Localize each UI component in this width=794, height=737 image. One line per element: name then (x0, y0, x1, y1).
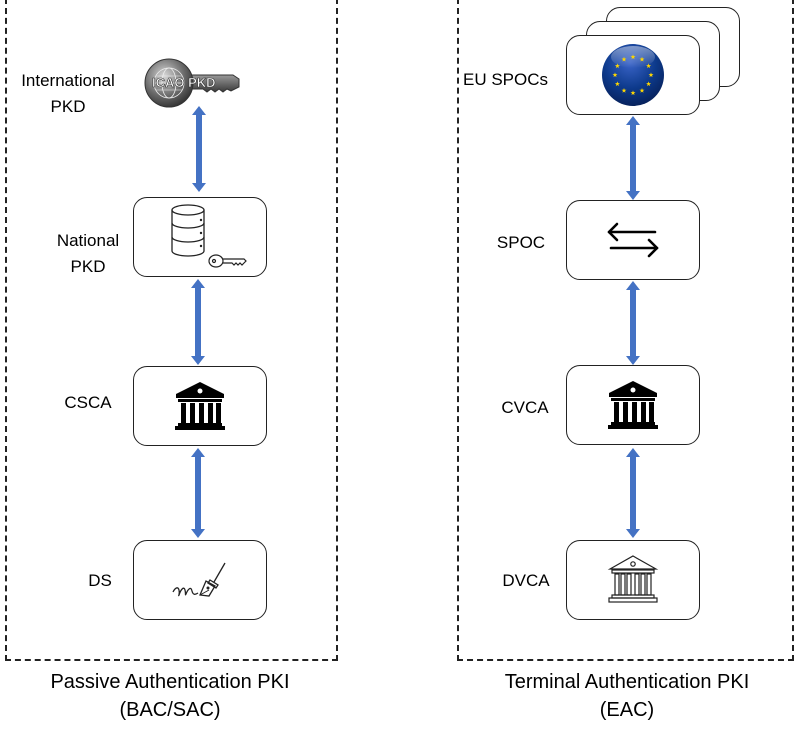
eu-star-icon (648, 72, 654, 78)
icao-pkd-logo-text: ICAO PKD (152, 75, 216, 90)
dvca-node (566, 540, 700, 620)
database-key-icon (171, 204, 247, 268)
eu-star-icon (614, 63, 620, 69)
spoc-label: SPOC (496, 233, 546, 252)
csca-node (133, 366, 267, 446)
eu-spocs-node (566, 35, 700, 115)
double-arrow-cvca-dvca (623, 448, 643, 538)
terminal-authentication-panel (457, 0, 794, 661)
passive-caption-line2: (BAC/SAC) (119, 699, 221, 721)
international-pkd-label-line1: International (21, 71, 115, 90)
ds-label: DS (88, 571, 112, 590)
dvca-label: DVCA (502, 571, 550, 590)
eu-star-icon (621, 87, 627, 93)
spoc-node (566, 200, 700, 280)
double-arrow-icao-national (189, 106, 209, 192)
passive-authentication-panel (5, 0, 338, 661)
international-pkd-label-line2: PKD (50, 97, 86, 116)
ds-node (133, 540, 267, 620)
eu-star-icon (646, 81, 652, 87)
double-arrow-national-csca (188, 279, 208, 365)
eu-spocs-label: EU SPOCs (462, 70, 549, 89)
national-pkd-node (133, 197, 267, 277)
international-pkd-label: International PKD (8, 68, 128, 120)
terminal-caption-line1: Terminal Authentication PKI (504, 671, 750, 693)
cvca-label: CVCA (501, 398, 549, 417)
csca-label: CSCA (64, 393, 112, 412)
eu-star-icon (621, 56, 627, 62)
icao-pkd-logo: ICAO PKD (143, 57, 243, 111)
passive-authentication-caption: Passive Authentication PKI (BAC/SAC) (10, 668, 330, 724)
bank-building-outline-icon (607, 555, 659, 603)
eu-star-icon (630, 54, 636, 60)
eu-star-icon (630, 90, 636, 96)
double-arrow-csca-ds (188, 448, 208, 538)
double-arrow-spoc-cvca (623, 281, 643, 365)
eu-star-icon (639, 56, 645, 62)
bank-building-solid-icon (175, 382, 225, 430)
double-arrow-euspocs-spoc (623, 116, 643, 200)
cvca-node (566, 365, 700, 445)
terminal-authentication-caption: Terminal Authentication PKI (EAC) (462, 668, 792, 724)
national-pkd-label: National PKD (40, 228, 136, 280)
bank-building-solid-icon (608, 381, 658, 429)
eu-flag-icon (602, 44, 664, 106)
exchange-arrows-icon (607, 222, 659, 258)
national-pkd-label-line2: PKD (70, 257, 106, 276)
passive-caption-line1: Passive Authentication PKI (50, 671, 290, 693)
eu-star-icon (646, 63, 652, 69)
national-pkd-label-line1: National (56, 231, 120, 250)
signature-pen-icon (172, 562, 226, 597)
eu-star-icon (639, 87, 645, 93)
eu-star-icon (614, 81, 620, 87)
eu-star-icon (612, 72, 618, 78)
terminal-caption-line2: (EAC) (599, 699, 655, 721)
